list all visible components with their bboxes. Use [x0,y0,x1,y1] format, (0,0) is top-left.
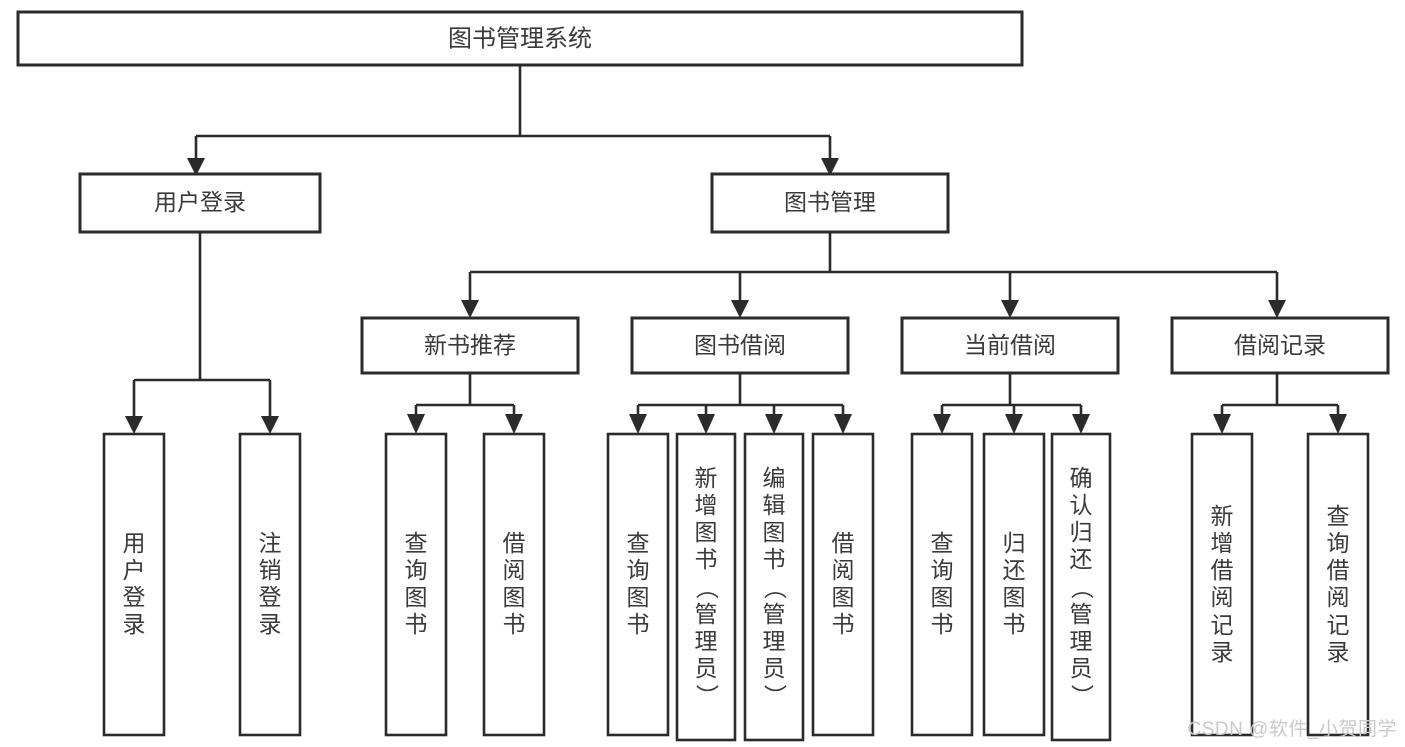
arrow-new-book-rec [461,300,479,318]
node-root[interactable]: 图书管理系统 [16,10,1024,67]
node-leaf-cur-query-box[interactable] [910,432,974,737]
arrow-leaf-rec-add [1213,414,1231,434]
arrow-leaf-borrow-edit [765,414,783,434]
node-book-manage-box[interactable] [710,172,950,234]
node-leaf-rec-add-box[interactable] [1190,432,1254,737]
arrow-leaf-rec-borrow [505,414,523,434]
node-borrow-record-box[interactable] [1170,316,1390,375]
node-new-book-rec[interactable]: 新书推荐 [360,316,580,375]
arrow-leaf-cur-query [933,414,951,434]
node-current-borrow[interactable]: 当前借阅 [900,316,1120,375]
node-book-borrow-label: 图书借阅 [694,332,786,358]
node-user-login-label: 用户登录 [154,189,246,215]
arrow-leaf-cur-return [1005,414,1023,434]
watermark-text: CSDN @软件_小贺同学 [1187,719,1397,740]
arrow-leaf-rec-query2 [1329,414,1347,434]
arrow-leaf-user-login [125,416,143,434]
arrow-borrow-record [1268,300,1286,318]
arrow-book-borrow [731,300,749,318]
node-leaf-cur-return-box[interactable] [982,432,1046,737]
node-leaf-user-login-box[interactable] [102,432,166,737]
node-book-manage-label: 图书管理 [784,189,876,215]
node-new-book-rec-label: 新书推荐 [424,332,516,358]
arrow-current-borrow [1001,300,1019,318]
arrow-leaf-user-logout [261,416,279,434]
arrow-leaf-rec-query [407,414,425,434]
node-leaf-borrow-edit-box[interactable] [743,432,805,742]
leaf-box-layer [102,432,1370,742]
arrow-user-login [187,158,205,176]
node-borrow-record[interactable]: 借阅记录 [1170,316,1390,375]
arrow-leaf-borrow-do [834,414,852,434]
arrow-leaf-cur-confirm [1072,414,1090,434]
node-book-borrow-box[interactable] [630,316,850,375]
arrow-leaf-borrow-query [629,414,647,434]
node-leaf-rec-borrow-box[interactable] [482,432,546,737]
node-current-borrow-label: 当前借阅 [964,332,1056,358]
node-book-manage[interactable]: 图书管理 [710,172,950,234]
node-root-label: 图书管理系统 [448,25,592,52]
node-leaf-borrow-query-box[interactable] [606,432,670,737]
connector-layer [125,65,1347,434]
node-user-login-box[interactable] [78,172,322,234]
node-leaf-borrow-add-box[interactable] [675,432,737,742]
node-leaf-rec-query-box[interactable] [384,432,448,737]
node-user-login[interactable]: 用户登录 [78,172,322,234]
node-root-box[interactable] [16,10,1024,67]
node-book-borrow[interactable]: 图书借阅 [630,316,850,375]
node-leaf-cur-confirm-box[interactable] [1050,432,1112,742]
node-leaf-rec-query2-box[interactable] [1306,432,1370,737]
node-leaf-borrow-do-box[interactable] [811,432,875,737]
node-current-borrow-box[interactable] [900,316,1120,375]
node-borrow-record-label: 借阅记录 [1234,332,1326,358]
node-new-book-rec-box[interactable] [360,316,580,375]
arrow-leaf-borrow-add [697,414,715,434]
node-leaf-user-logout-box[interactable] [238,432,302,737]
arrow-book-manage [821,158,839,176]
